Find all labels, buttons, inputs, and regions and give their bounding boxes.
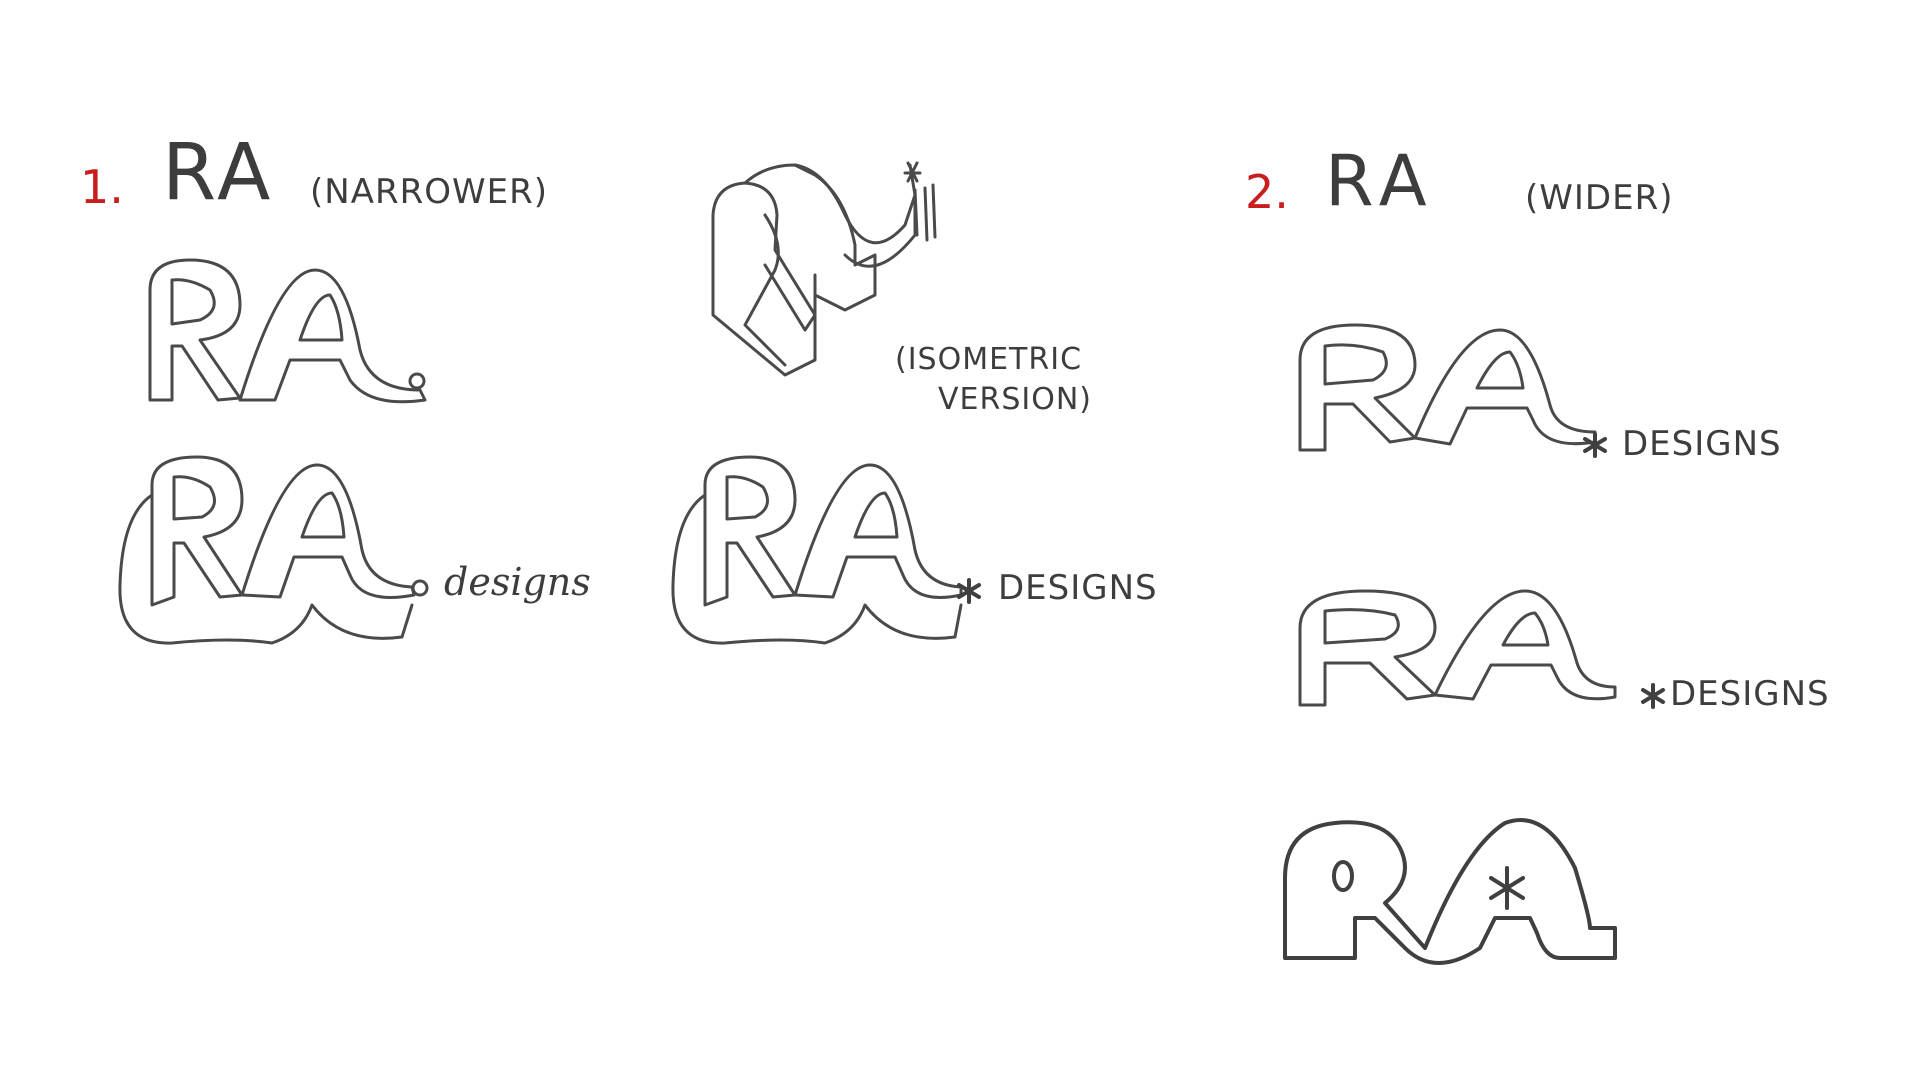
- designs-caps-label-3: DESIGNS: [1670, 674, 1830, 714]
- designs-script-label: designs: [444, 560, 591, 604]
- logo-sketch-wide-1: [1298, 323, 1597, 452]
- logo-sketch-ra-shadow-script: [118, 455, 416, 645]
- section2-number: 2.: [1245, 165, 1289, 219]
- isometric-note-line1: (ISOMETRIC: [895, 342, 1083, 377]
- section1-title: RA: [162, 128, 275, 218]
- asterisk-icon: [1583, 432, 1607, 458]
- designs-caps-label-2: DESIGNS: [1622, 424, 1782, 464]
- logo-sketch-wide-2: [1298, 589, 1617, 707]
- asterisk-icon: [1641, 683, 1665, 709]
- section1-note: (NARROWER): [310, 172, 548, 212]
- logo-sketch-ra-dot: [148, 258, 427, 404]
- bullet-circle: [411, 579, 429, 597]
- designs-caps-label-1: DESIGNS: [998, 568, 1158, 608]
- section2-title: RA: [1325, 140, 1435, 222]
- section1-number: 1.: [80, 160, 124, 214]
- logo-sketch-ra-shadow-caps: [671, 455, 963, 645]
- asterisk-icon: [957, 578, 981, 604]
- logo-sketch-bold-badge: [1283, 818, 1617, 965]
- section2-note: (WIDER): [1525, 178, 1674, 218]
- isometric-note-line2: VERSION): [938, 382, 1092, 417]
- logo-sketch-isometric: [711, 161, 937, 377]
